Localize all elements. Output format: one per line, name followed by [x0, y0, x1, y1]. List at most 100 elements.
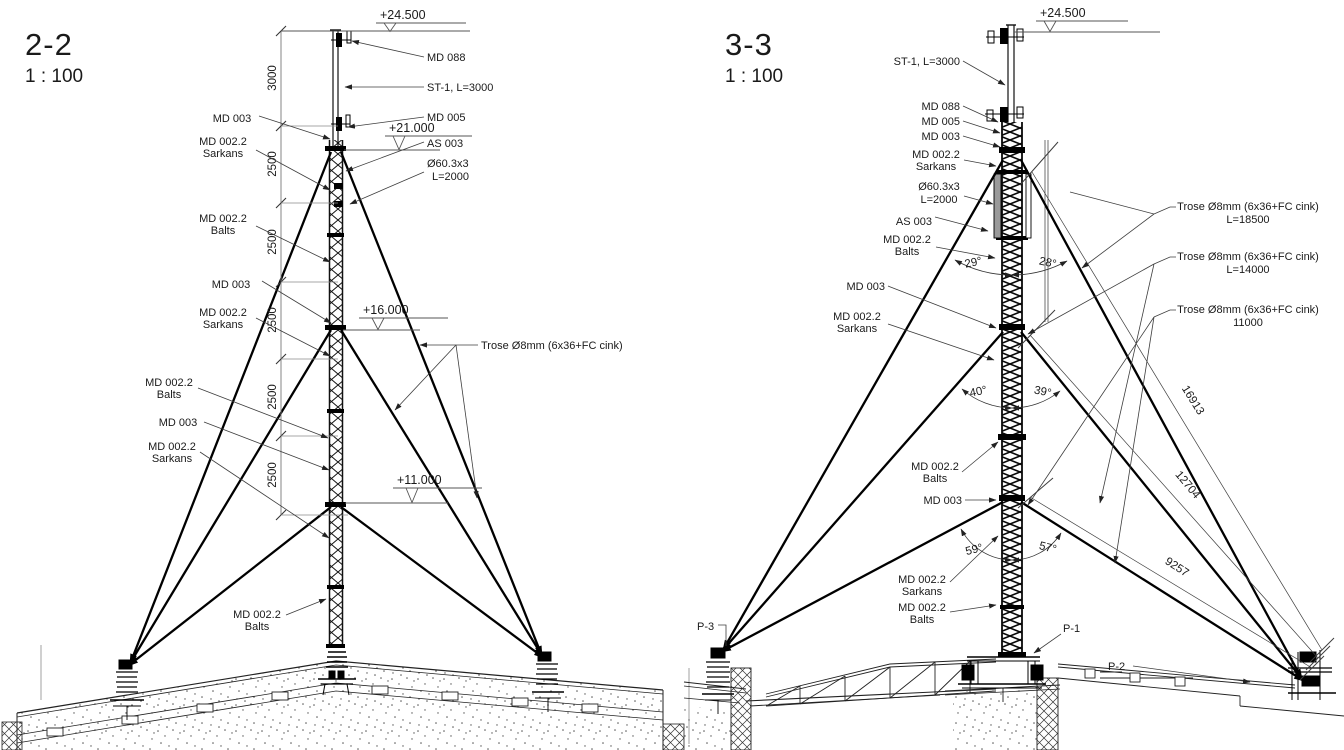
support-p2: P-2 — [1108, 661, 1125, 673]
support-p3: P-3 — [697, 621, 714, 633]
column-hatch — [730, 667, 752, 750]
callout-sarkans: Sarkans — [902, 586, 943, 598]
callout-trose: Trose Ø8mm (6x36+FC cink) — [481, 340, 623, 352]
elevation-11000: +11.000 — [397, 473, 442, 487]
mast-plates — [325, 146, 346, 648]
view-scale: 1 : 100 — [25, 66, 83, 87]
section-view-2-2: 2-2 1 : 100 — [1, 8, 690, 750]
callout-md088: MD 088 — [427, 52, 466, 64]
diagonal-dimensions — [1017, 141, 1335, 681]
callout-sarkans: Sarkans — [837, 323, 878, 335]
callout-sarkans: Sarkans — [152, 453, 193, 465]
elevation-24500: +24.500 — [1040, 6, 1086, 20]
dim-2500: 2500 — [267, 462, 279, 488]
callout-pipe-len: L=2000 — [920, 194, 957, 206]
callout-sarkans: Sarkans — [203, 319, 244, 331]
callout-as003: AS 003 — [427, 138, 463, 150]
section-view-3-3: 3-3 1 : 100 — [683, 6, 1344, 750]
callout-md003: MD 003 — [846, 281, 885, 293]
antenna-cluster-top — [986, 28, 1024, 44]
guy-anchor-left — [110, 659, 144, 720]
callout-md0022: MD 002.2 — [199, 136, 247, 148]
mast — [318, 29, 356, 696]
elevation-21000: +21.000 — [389, 121, 435, 135]
dim-2500: 2500 — [267, 384, 279, 410]
callout-md0022: MD 002.2 — [199, 307, 247, 319]
angle-28: 28° — [1038, 255, 1058, 270]
trose-len-1: L=18500 — [1226, 214, 1269, 226]
angle-57: 57° — [1038, 540, 1058, 556]
view-title: 2-2 — [25, 27, 73, 62]
callout-pipe: Ø60.3x3 — [918, 181, 960, 193]
callout-md0022: MD 002.2 — [833, 311, 881, 323]
dim-2500: 2500 — [267, 151, 279, 177]
dim-2500: 2500 — [267, 307, 279, 333]
callout-balts: Balts — [895, 246, 920, 258]
callout-as003: AS 003 — [896, 216, 932, 228]
purlins — [46, 685, 599, 737]
wall-hatch-right — [662, 723, 685, 750]
callout-balts: Balts — [211, 225, 236, 237]
callout-md0022: MD 002.2 — [898, 574, 946, 586]
guy-anchor-p2 — [1288, 650, 1336, 700]
wall-hatch-left — [1, 721, 23, 750]
guy-wires — [720, 159, 1305, 682]
view-scale: 1 : 100 — [725, 66, 783, 87]
elevation-16000: +16.000 — [363, 303, 409, 317]
antenna-cluster-mid — [331, 114, 351, 131]
callout-md005: MD 005 — [921, 116, 960, 128]
trose-len-2: L=14000 — [1226, 264, 1269, 276]
callout-md005: MD 005 — [427, 112, 466, 124]
guy-wires — [127, 151, 545, 667]
callout-balts: Balts — [245, 621, 270, 633]
antenna-cluster-mid — [985, 106, 1024, 122]
trose-label-1: Trose Ø8mm (6x36+FC cink) — [1177, 201, 1319, 213]
callout-st1: ST-1, L=3000 — [427, 82, 493, 94]
angle-40: 40° — [969, 384, 989, 399]
callout-sarkans: Sarkans — [916, 161, 957, 173]
trose-len-3: 11000 — [1233, 317, 1263, 329]
support-p1: P-1 — [1063, 623, 1080, 635]
antenna-cluster-top — [331, 30, 352, 47]
leader-lines — [197, 39, 479, 616]
callout-md003: MD 003 — [159, 417, 198, 429]
callout-md003: MD 003 — [212, 279, 251, 291]
callout-md0022: MD 002.2 — [199, 213, 247, 225]
callout-md0022: MD 002.2 — [883, 234, 931, 246]
callout-md003: MD 003 — [213, 113, 252, 125]
trose-label-2: Trose Ø8mm (6x36+FC cink) — [1177, 251, 1319, 263]
elevation-24500: +24.500 — [380, 8, 426, 22]
mast — [958, 24, 1049, 702]
callout-balts: Balts — [157, 389, 182, 401]
angle-59: 59° — [964, 542, 984, 558]
callout-st1: ST-1, L=3000 — [894, 56, 960, 68]
callout-balts: Balts — [910, 614, 935, 626]
angle-29: 29° — [964, 255, 984, 270]
callout-pipe-len: L=2000 — [432, 171, 469, 183]
callout-pipe: Ø60.3x3 — [427, 158, 469, 170]
roof-slope-right — [1057, 663, 1344, 717]
dim-16913: 16913 — [1179, 384, 1206, 417]
callout-md0022: MD 002.2 — [148, 441, 196, 453]
angle-39: 39° — [1033, 384, 1053, 399]
mast-plates — [996, 147, 1028, 657]
column-hatch — [1036, 677, 1059, 750]
callout-md0022: MD 002.2 — [912, 149, 960, 161]
dim-3000: 3000 — [267, 65, 279, 91]
dim-2500: 2500 — [267, 229, 279, 255]
callout-md0022: MD 002.2 — [145, 377, 193, 389]
callout-md0022: MD 002.2 — [898, 602, 946, 614]
view-title: 3-3 — [725, 27, 773, 62]
dim-9257: 9257 — [1163, 555, 1191, 579]
callout-md003: MD 003 — [923, 495, 962, 507]
mast-base — [958, 656, 1046, 702]
callout-md088: MD 088 — [921, 101, 960, 113]
callout-md0022: MD 002.2 — [911, 461, 959, 473]
guy-anchor-p3 — [702, 647, 734, 714]
callout-sarkans: Sarkans — [203, 148, 244, 160]
callout-balts: Balts — [923, 473, 948, 485]
elevation-marks — [1014, 20, 1160, 33]
lattice-tower — [329, 140, 343, 648]
